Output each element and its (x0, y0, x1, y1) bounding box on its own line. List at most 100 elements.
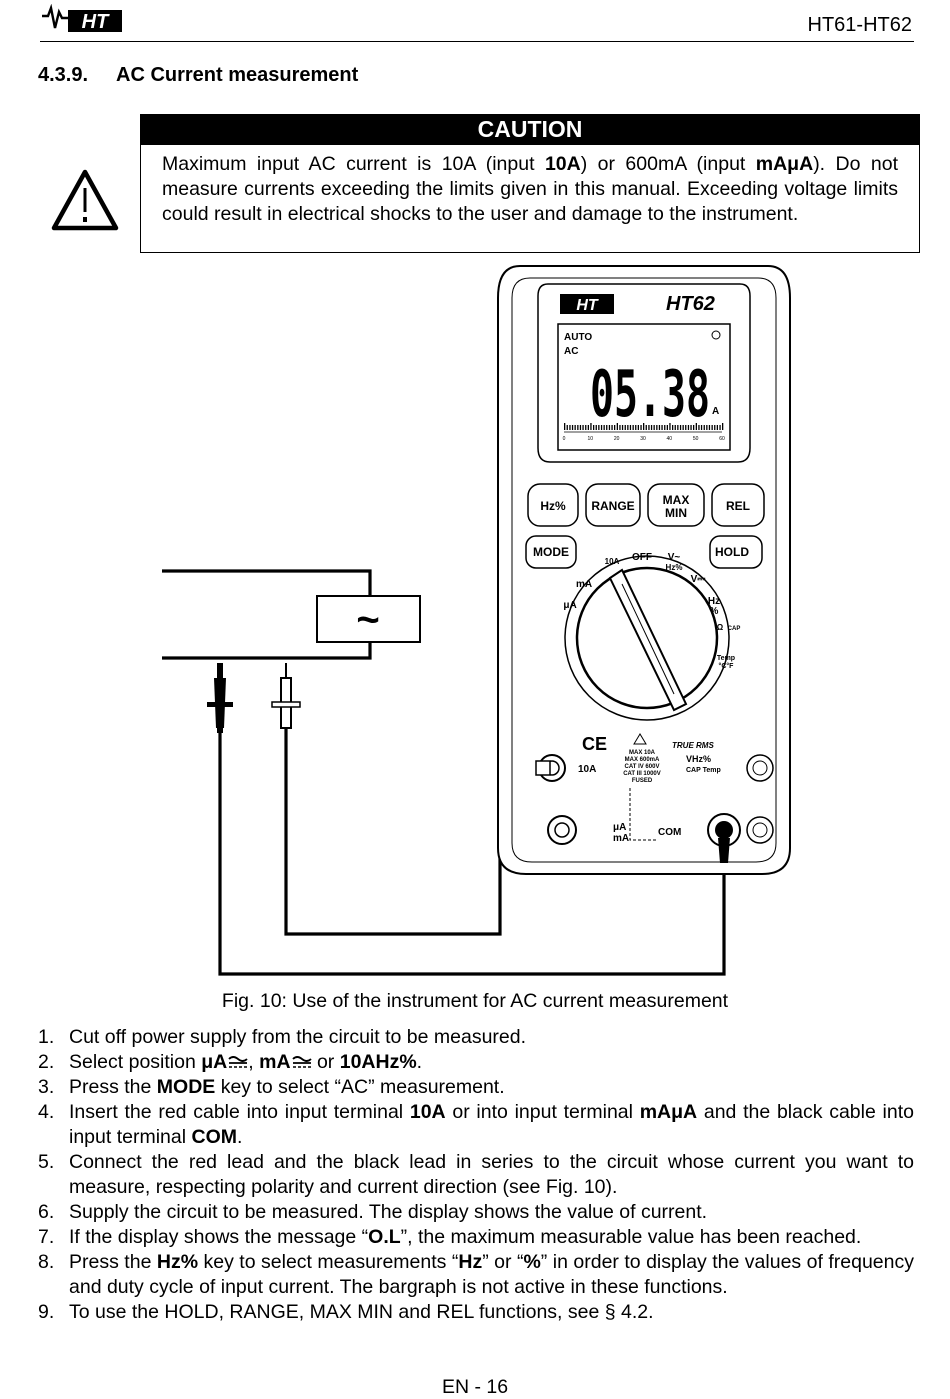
caution-heading: CAUTION (140, 114, 920, 144)
bargraph-segment (598, 425, 600, 430)
step-text: key to select measurements “ (198, 1251, 459, 1273)
terminal-vhz-label: VHz% (686, 754, 711, 764)
bargraph-segment (566, 425, 568, 430)
bargraph-segment (600, 425, 603, 430)
step-4: 4.Insert the red cable into input termin… (38, 1100, 914, 1150)
black-probe (207, 663, 233, 733)
bargraph-segment (650, 425, 653, 430)
caution-text-part: ). Do not measure currents exceeding the… (162, 153, 898, 225)
step-bold: O.L (368, 1226, 401, 1248)
keypad: Hz% RANGE MAX MIN REL MODE HOLD (525, 483, 765, 569)
step-text: . (236, 1126, 243, 1148)
step-number: 7. (38, 1226, 55, 1248)
bargraph-segment (685, 425, 687, 430)
bargraph-scale-label: 50 (693, 436, 699, 442)
red-plug (535, 760, 551, 776)
step-bold: 10AHz% (339, 1051, 417, 1073)
bargraph-segment (621, 425, 624, 430)
bargraph-segment (627, 425, 629, 430)
terminal-cap-temp-label: CAP Temp (686, 767, 721, 774)
dial-v-dc: V⎓ (691, 574, 706, 585)
bargraph-segment (632, 425, 634, 430)
ac-dc-icon (228, 1056, 248, 1068)
rating-5: FUSED (632, 778, 653, 784)
bargraph-segment (693, 425, 695, 430)
page-number: EN - 16 (441, 1376, 509, 1398)
step-text: If the display shows the message “ (69, 1226, 369, 1248)
ht-logo: HT (42, 4, 122, 33)
bargraph-segment (624, 425, 626, 430)
step-text: ” or “ (482, 1251, 524, 1273)
step-text: ” in order to display the values of freq… (69, 1251, 914, 1298)
rotary-dial: OFF V~ Hz% 10A V⎓ Hz % Ω CAP Temp °C°F m… (563, 552, 741, 721)
bargraph-segment (703, 425, 705, 430)
bargraph-segment (708, 425, 711, 430)
step-number: 4. (38, 1101, 55, 1123)
step-bold: mA (259, 1051, 291, 1073)
dial-10a: 10A (605, 557, 620, 566)
bargraph-segment (579, 425, 582, 430)
bargraph-scale-label: 40 (667, 436, 673, 442)
lcd-auto: AUTO (564, 332, 592, 343)
lcd-reading: 05.38 (590, 358, 710, 432)
step-bold: Hz% (156, 1251, 199, 1273)
section-heading: AC Current measurement (116, 64, 359, 86)
figure-caption: Fig. 10: Use of the instrument for AC cu… (221, 990, 729, 1012)
step-text: To use the HOLD, RANGE, MAX MIN and REL … (69, 1301, 654, 1323)
caution-text-part: Maximum input AC current is 10A (input (162, 153, 545, 175)
section-number: 4.3.9. (38, 64, 89, 86)
key-min: MIN (665, 506, 687, 520)
key-rel: REL (726, 499, 750, 513)
ac-dc-icon (291, 1056, 312, 1068)
step-text: Select position (69, 1051, 202, 1073)
step-bold: MODE (156, 1076, 216, 1098)
dial-hzpct: Hz% (666, 563, 683, 572)
bargraph-segment (677, 425, 679, 430)
bargraph-segment (679, 425, 682, 430)
bargraph-segment (648, 425, 650, 430)
bargraph-segment (695, 423, 697, 430)
step-bold: mAμA (639, 1101, 698, 1123)
step-text: Supply the circuit to be measured. The d… (69, 1201, 708, 1223)
step-bold: % (523, 1251, 541, 1273)
step-text: and the black cable into input terminal (69, 1101, 914, 1148)
caution-text-bold: 10A (544, 153, 581, 175)
dial-cap: CAP (728, 626, 741, 632)
rating-4: CAT III 1000V (623, 771, 661, 777)
bargraph-segment (664, 425, 666, 430)
bargraph-segment (614, 425, 616, 430)
header-divider (40, 41, 914, 42)
bargraph-segment (666, 425, 668, 430)
bargraph-segment (690, 425, 692, 430)
bargraph-segment (590, 423, 592, 430)
bargraph-segment (635, 425, 637, 430)
bargraph-segment (574, 425, 576, 430)
bargraph-segment (711, 425, 713, 430)
bargraph-segment (656, 425, 658, 430)
dial-ua: μA (563, 600, 576, 611)
step-text: or (311, 1051, 340, 1073)
step-text: Press the (69, 1251, 157, 1273)
bargraph-segment (569, 425, 571, 430)
meter-brand: HT (576, 297, 599, 314)
lcd-mode: AC (564, 346, 578, 357)
step-1: 1.Cut off power supply from the circuit … (38, 1025, 914, 1050)
terminal-com-label: COM (658, 827, 681, 838)
bargraph-segment (608, 425, 611, 430)
dial-pct: % (710, 606, 719, 617)
bargraph-segment (640, 425, 642, 430)
bargraph-segment (619, 425, 621, 430)
step-text: Press the (69, 1076, 157, 1098)
bargraph-segment (582, 425, 584, 430)
bargraph-segment (616, 423, 618, 430)
terminal-10a-label: 10A (578, 764, 596, 775)
ac-source: ~ (316, 595, 421, 643)
bargraph-segment (564, 423, 566, 430)
bargraph-segment (669, 423, 671, 430)
step-3: 3.Press the MODE key to select “AC” meas… (38, 1075, 914, 1100)
bargraph-segment (611, 425, 613, 430)
step-7: 7.If the display shows the message “O.L”… (38, 1225, 914, 1250)
step-bold: 10A (409, 1101, 446, 1123)
step-number: 1. (38, 1026, 55, 1048)
